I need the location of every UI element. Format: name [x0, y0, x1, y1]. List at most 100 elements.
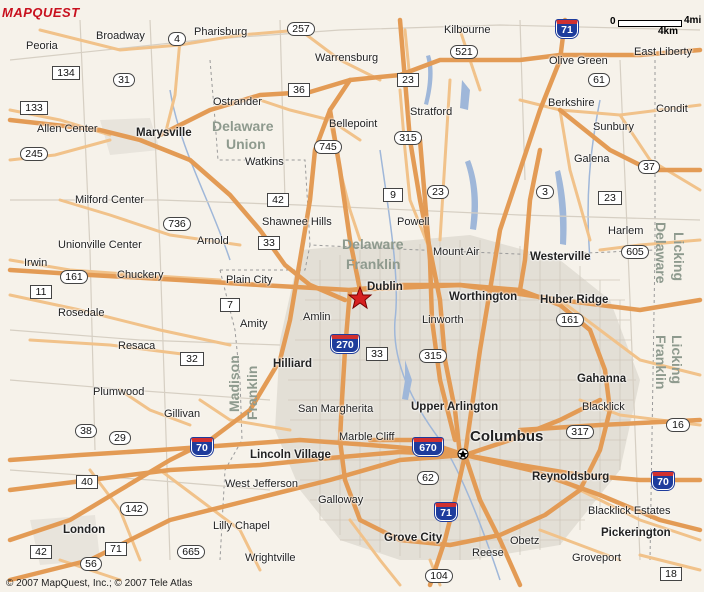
place-label: Westerville [530, 251, 591, 263]
route-shield: 29 [109, 431, 131, 445]
route-shield: 33 [258, 236, 280, 250]
place-label: Chuckery [117, 269, 164, 281]
place-label: London [63, 524, 106, 536]
route-shield: 11 [30, 285, 52, 299]
copyright-text: © 2007 MapQuest, Inc.; © 2007 Tele Atlas [6, 578, 193, 589]
place-label: Harlem [608, 225, 644, 237]
place-label: Condit [656, 103, 688, 115]
scale-km: 4km [658, 26, 679, 37]
route-shield: 521 [450, 45, 478, 59]
place-label: Groveport [572, 552, 621, 564]
route-shield: 61 [588, 73, 610, 87]
route-shield: 161 [60, 270, 88, 284]
county-label: Delaware [342, 236, 404, 252]
place-label: Broadway [96, 30, 145, 42]
place-label: West Jefferson [225, 478, 298, 490]
place-label: East Liberty [634, 46, 693, 58]
place-label: Pickerington [601, 527, 671, 539]
place-label: Berkshire [548, 97, 595, 109]
route-shield: 40 [76, 475, 98, 489]
place-label: Marysville [136, 127, 192, 139]
route-shield: 42 [267, 193, 289, 207]
route-shield: 33 [366, 347, 388, 361]
place-label: Pharisburg [194, 26, 248, 38]
place-label: Reynoldsburg [532, 471, 610, 483]
route-shield: 23 [397, 73, 419, 87]
county-label: Franklin [244, 365, 260, 420]
interstate-shield: 670 [413, 438, 443, 456]
route-shield: 133 [20, 101, 48, 115]
place-label: Galena [574, 153, 610, 165]
county-label: Delaware [212, 118, 274, 134]
county-label: Franklin [653, 335, 669, 390]
place-label: Powell [397, 216, 430, 228]
route-shield: 18 [660, 567, 682, 581]
place-label: Dublin [367, 281, 403, 293]
county-label: Licking [671, 232, 687, 282]
route-shield: 38 [75, 424, 97, 438]
place-label: Plain City [226, 274, 273, 286]
place-label: Bellepoint [329, 118, 378, 130]
place-label: Worthington [449, 291, 518, 303]
place-label: San Margherita [298, 403, 374, 415]
route-shield: 665 [177, 545, 205, 559]
place-label: Allen Center [37, 123, 98, 135]
county-label: Union [226, 136, 266, 152]
county-borders [209, 59, 656, 561]
place-label: Lilly Chapel [213, 520, 270, 532]
route-shield: 62 [417, 471, 439, 485]
route-shield: 745 [314, 140, 342, 154]
scale-miles: 4mi [684, 15, 702, 26]
place-label: Amlin [303, 311, 331, 323]
place-label: Mount Air [433, 246, 480, 258]
place-label: Hilliard [273, 358, 312, 370]
place-label: Sunbury [593, 121, 634, 133]
route-shield: 736 [163, 217, 191, 231]
place-label: Gahanna [577, 373, 627, 385]
interstate-shield: 270 [331, 335, 359, 353]
route-shield: 4 [168, 32, 186, 46]
capital-star-icon [457, 448, 469, 460]
place-label: Shawnee Hills [262, 216, 332, 228]
place-label: Rosedale [58, 307, 105, 319]
route-shield: 56 [80, 557, 102, 571]
place-label: Reese [472, 547, 504, 559]
place-label: Arnold [197, 235, 229, 247]
route-shield: 37 [638, 160, 660, 174]
interstate-shield: 70 [652, 472, 674, 490]
place-label: Marble Cliff [339, 431, 395, 443]
place-label: Olive Green [549, 55, 608, 67]
route-shield: 315 [419, 349, 447, 363]
interstate-shield: 71 [556, 20, 578, 38]
interstate-shield: 71 [435, 503, 457, 521]
place-label: Linworth [422, 314, 464, 326]
place-label: Obetz [510, 535, 540, 547]
place-label: Ostrander [213, 96, 262, 108]
place-label: Grove City [384, 532, 443, 544]
place-label: Kilbourne [444, 24, 491, 36]
place-label: Stratford [410, 106, 453, 118]
county-label: Franklin [346, 256, 401, 272]
route-shield: 134 [52, 66, 80, 80]
place-label: Lincoln Village [250, 449, 331, 461]
place-label: Blacklick [582, 401, 625, 413]
highways [7, 17, 703, 588]
mapquest-logo[interactable]: MAPQUEST [2, 5, 80, 20]
route-shield: 23 [598, 191, 622, 205]
county-label: Madison [226, 355, 242, 412]
route-shield: 36 [288, 83, 310, 97]
place-label: Watkins [245, 156, 284, 168]
place-label: Upper Arlington [411, 401, 499, 413]
place-label: Peoria [26, 40, 58, 52]
route-shield: 9 [383, 188, 403, 202]
place-label: Huber Ridge [540, 294, 609, 306]
route-shield: 142 [120, 502, 148, 516]
place-label: Gillivan [164, 408, 201, 420]
county-label: Licking [669, 335, 685, 385]
route-shield: 317 [566, 425, 594, 439]
place-label: Amity [240, 318, 268, 330]
place-label: Blacklick Estates [588, 505, 671, 517]
place-label: Unionville Center [58, 239, 142, 251]
